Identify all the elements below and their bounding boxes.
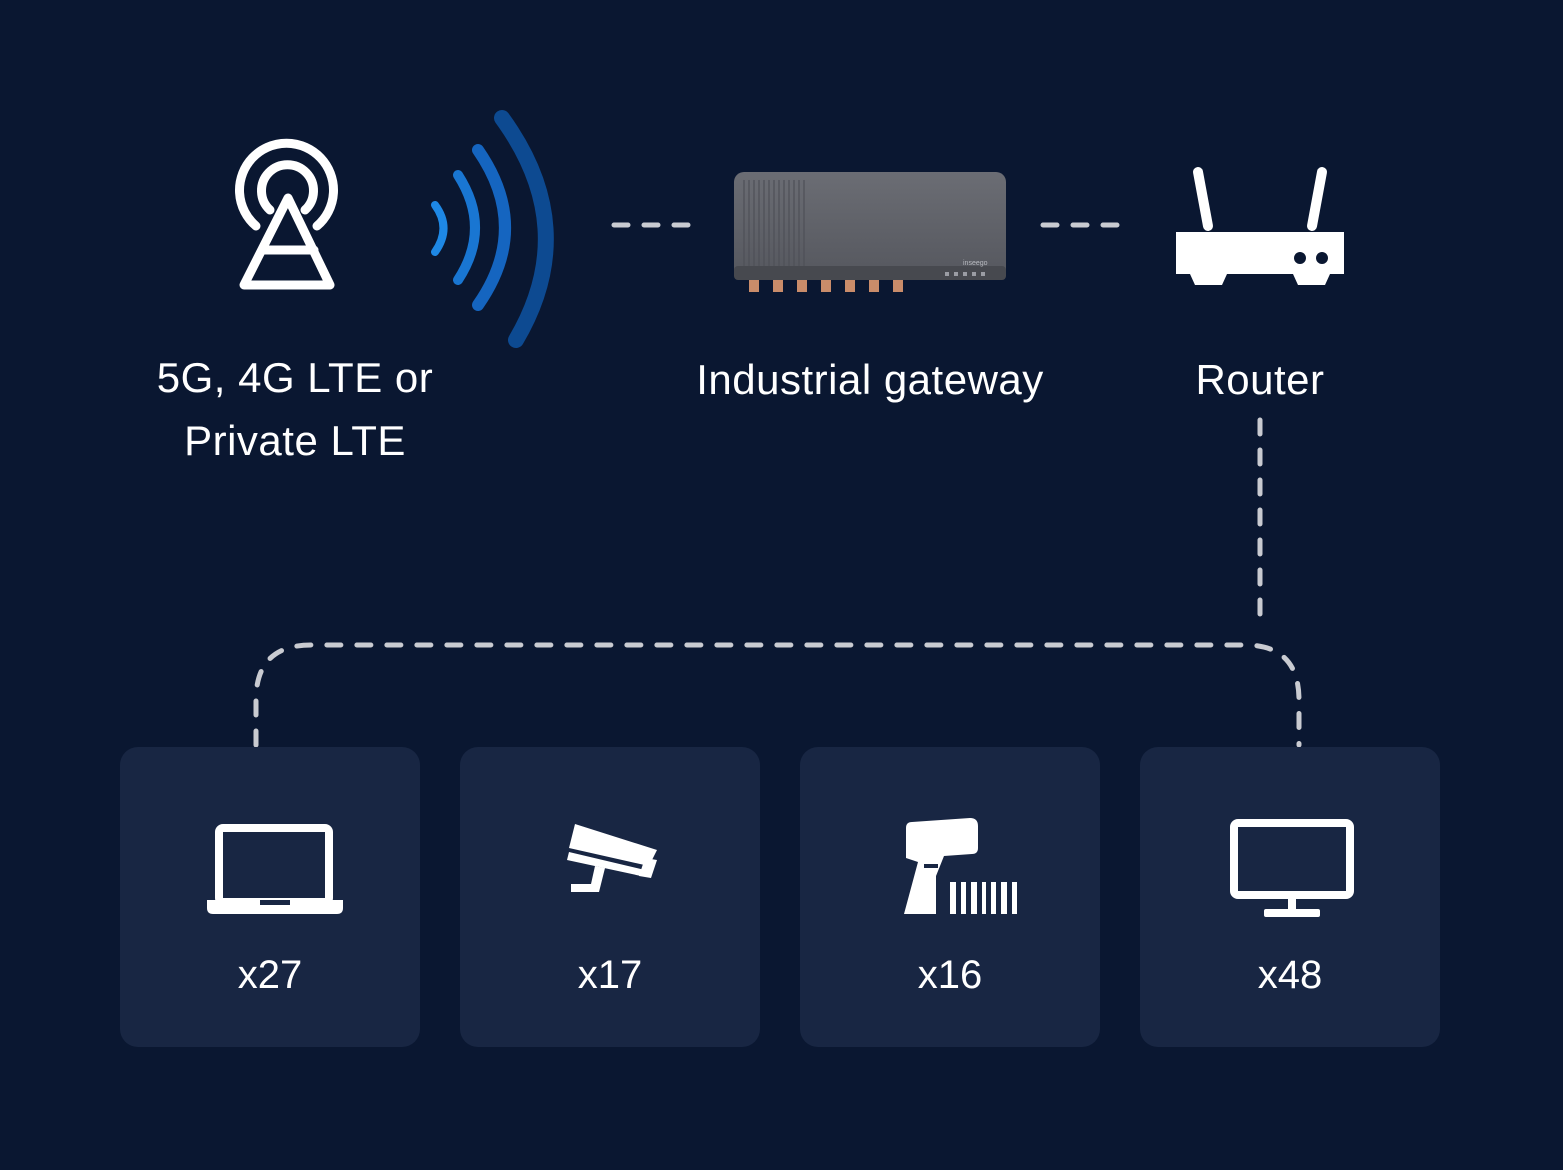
security-camera-icon [567,824,657,892]
network-label-line1: 5G, 4G LTE or [156,354,434,401]
gateway-brand-logo: inseego [963,260,988,267]
monitor-icon [1230,819,1354,917]
laptop-count: x27 [237,953,303,997]
device-card-camera [460,747,760,1047]
router-icon [1176,167,1344,285]
barcode-scanner-icon [904,818,1017,914]
laptop-icon [207,824,343,914]
scanner-count: x16 [917,953,983,997]
camera-count: x17 [577,953,643,997]
network-label-line2: Private LTE [184,417,406,464]
gateway-label: Industrial gateway [696,356,1044,403]
network-label: 5G, 4G LTE or Private LTE [110,346,480,472]
router-label: Router [1195,356,1325,403]
industrial-gateway-device: inseego [734,172,1006,292]
device-bus-line [253,642,1302,748]
cell-tower-icon [235,138,338,290]
monitor-count: x48 [1257,953,1323,997]
device-card-laptop [120,747,420,1047]
signal-waves-icon [431,110,554,348]
